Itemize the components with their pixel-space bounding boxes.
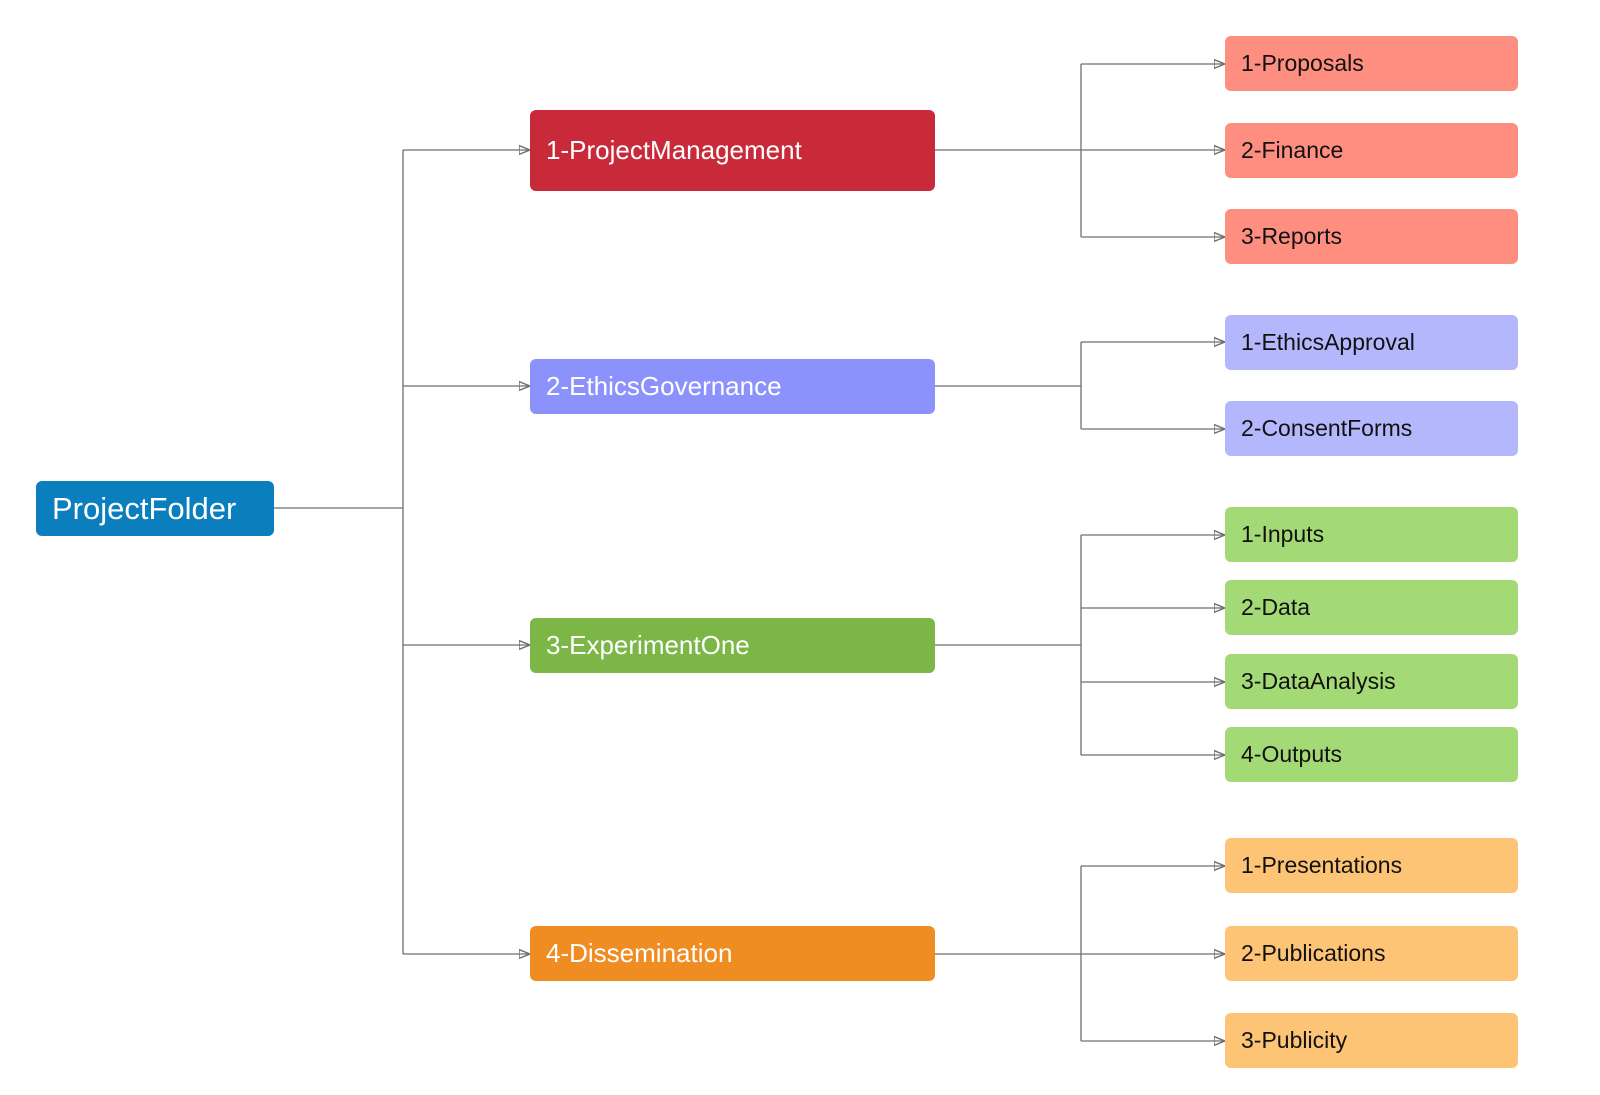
node-ethics-approval[interactable]: 1-EthicsApproval (1225, 315, 1518, 370)
node-outputs[interactable]: 4-Outputs (1225, 727, 1518, 782)
node-proposals[interactable]: 1-Proposals (1225, 36, 1518, 91)
dissemination-trunk-line (935, 866, 1082, 1041)
node-project-management[interactable]: 1-ProjectManagement (530, 110, 935, 191)
node-publications[interactable]: 2-Publications (1225, 926, 1518, 981)
node-reports[interactable]: 3-Reports (1225, 209, 1518, 264)
experiment-one-trunk-line (935, 535, 1082, 755)
node-inputs[interactable]: 1-Inputs (1225, 507, 1518, 562)
ethics-governance-trunk-line (935, 342, 1082, 429)
node-data[interactable]: 2-Data (1225, 580, 1518, 635)
root-node-project-folder[interactable]: ProjectFolder (36, 481, 274, 536)
node-experiment-one[interactable]: 3-ExperimentOne (530, 618, 935, 673)
node-data-analysis[interactable]: 3-DataAnalysis (1225, 654, 1518, 709)
node-dissemination[interactable]: 4-Dissemination (530, 926, 935, 981)
node-consent-forms[interactable]: 2-ConsentForms (1225, 401, 1518, 456)
project-management-trunk-line (935, 64, 1082, 237)
node-publicity[interactable]: 3-Publicity (1225, 1013, 1518, 1068)
node-finance[interactable]: 2-Finance (1225, 123, 1518, 178)
node-presentations[interactable]: 1-Presentations (1225, 838, 1518, 893)
node-ethics-governance[interactable]: 2-EthicsGovernance (530, 359, 935, 414)
